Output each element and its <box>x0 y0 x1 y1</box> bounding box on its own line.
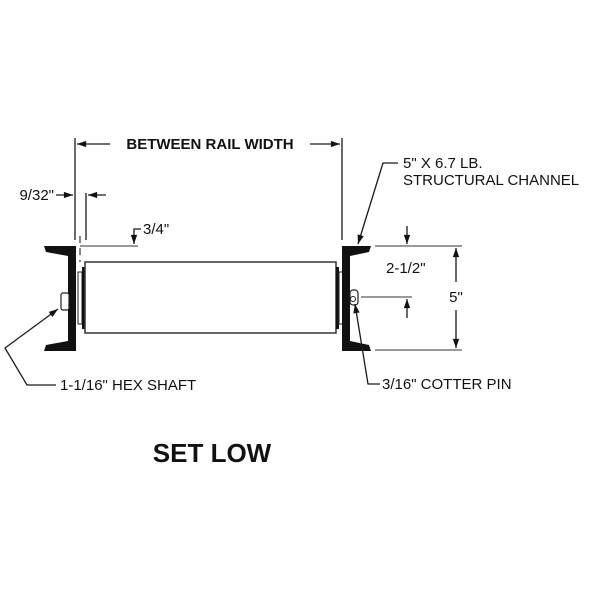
left-bearing-washer <box>77 271 83 325</box>
drop-top-arrow <box>130 228 141 244</box>
left-bearing-flange <box>82 267 85 329</box>
left-structural-channel <box>44 236 85 351</box>
half-height-label: 2-1/2" <box>386 260 426 277</box>
between-rail-width-label: BETWEEN RAIL WIDTH <box>126 136 293 153</box>
channel-label-line2: STRUCTURAL CHANNEL <box>403 172 579 189</box>
full-height-label: 5" <box>449 289 463 306</box>
offset-932-dimension: 9/32" <box>19 187 106 240</box>
right-channel-shape <box>342 246 371 351</box>
hex-shaft-label: 1-1/16" HEX SHAFT <box>60 377 196 394</box>
right-bearing-flange <box>336 267 339 329</box>
hex-shaft-leader-arrow <box>4 308 59 386</box>
diagram-title: SET LOW <box>153 438 272 468</box>
cotter-pin-callout: 3/16" COTTER PIN <box>353 303 512 393</box>
hex-shaft-callout: 1-1/16" HEX SHAFT <box>4 308 196 394</box>
cotter-pin-leader-arrow <box>353 303 380 385</box>
cotter-pin-label: 3/16" COTTER PIN <box>382 376 512 393</box>
roller-tube <box>84 261 337 334</box>
channel-leader-arrow <box>357 162 398 245</box>
between-rail-width-dimension: BETWEEN RAIL WIDTH <box>74 136 343 240</box>
channel-label-line1: 5" X 6.7 LB. <box>403 155 483 172</box>
drop-34-label: 3/4" <box>143 221 169 238</box>
height-dimensions: 2-1/2" 5" <box>361 226 463 351</box>
right-structural-channel <box>336 246 371 351</box>
left-hex-nut <box>60 292 70 311</box>
offset-932-label: 9/32" <box>19 187 54 204</box>
channel-callout: 5" X 6.7 LB. STRUCTURAL CHANNEL <box>357 155 579 245</box>
cotter-pin-hole <box>350 296 356 302</box>
left-channel-shape <box>44 246 76 351</box>
